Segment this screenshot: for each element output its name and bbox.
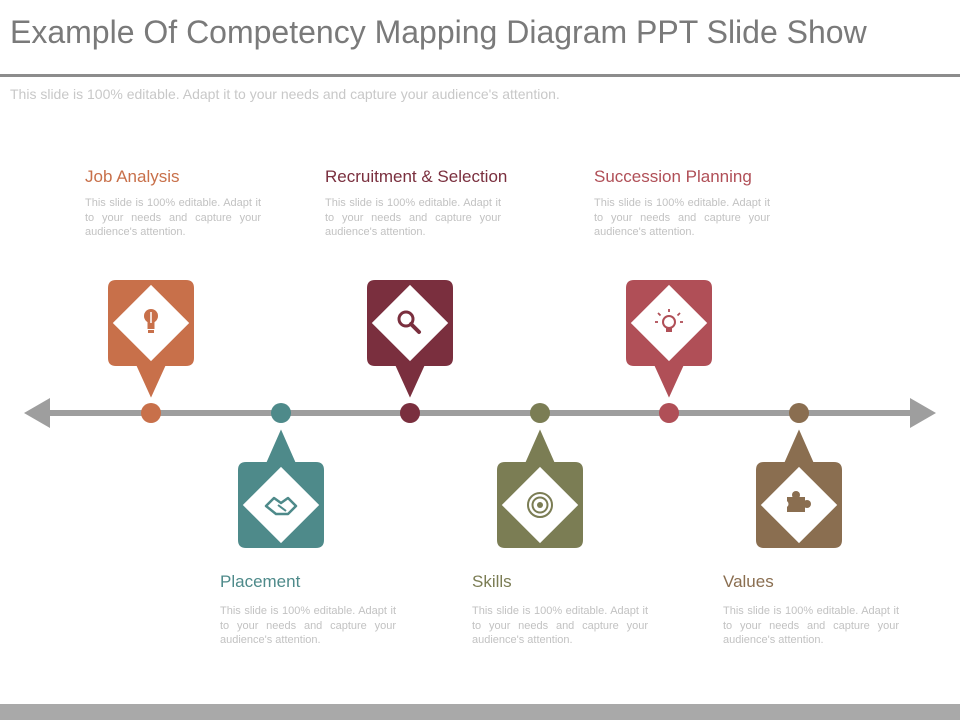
timeline-dot-job-analysis	[141, 403, 161, 423]
step-title-skills: Skills	[472, 572, 512, 591]
marker-skills	[495, 403, 585, 550]
target-icon	[527, 492, 553, 518]
timeline-dot-recruitment-selection	[400, 403, 420, 423]
marker-placement	[236, 403, 326, 550]
step-title-values: Values	[723, 572, 774, 591]
step-title-recruitment-selection: Recruitment & Selection	[325, 167, 508, 186]
diamond-succession-planning	[630, 284, 708, 362]
puzzle-icon	[781, 491, 811, 512]
lightbulb-icon	[144, 309, 158, 333]
step-title-job-analysis: Job Analysis	[85, 167, 180, 186]
marker-job-analysis	[106, 278, 196, 423]
diamond-placement	[242, 466, 320, 544]
title-divider	[0, 74, 960, 77]
idea-bulb-icon	[655, 309, 683, 332]
footer-bar	[0, 704, 960, 720]
timeline-dot-placement	[271, 403, 291, 423]
step-description-skills: This slide is 100% editable. Adapt it to…	[472, 605, 648, 646]
magnifier-icon	[397, 310, 421, 334]
marker-succession-planning	[624, 278, 714, 423]
step-title-placement: Placement	[220, 572, 301, 591]
timeline-dot-values	[789, 403, 809, 423]
step-description-job-analysis: This slide is 100% editable. Adapt it to…	[85, 197, 261, 238]
timeline-right-arrow	[910, 398, 936, 428]
marker-values	[754, 403, 844, 550]
step-description-recruitment-selection: This slide is 100% editable. Adapt it to…	[325, 197, 501, 238]
step-description-placement: This slide is 100% editable. Adapt it to…	[220, 605, 396, 646]
timeline-axis	[24, 398, 936, 428]
step-description-succession-planning: This slide is 100% editable. Adapt it to…	[594, 197, 770, 238]
timeline-dot-skills	[530, 403, 550, 423]
handshake-icon	[264, 496, 298, 516]
timeline-dot-succession-planning	[659, 403, 679, 423]
step-title-succession-planning: Succession Planning	[594, 167, 752, 186]
step-description-values: This slide is 100% editable. Adapt it to…	[723, 605, 899, 646]
marker-recruitment-selection	[365, 278, 455, 423]
page-subtitle: This slide is 100% editable. Adapt it to…	[10, 86, 560, 102]
page-title: Example Of Competency Mapping Diagram PP…	[10, 14, 867, 50]
timeline-left-arrow	[24, 398, 50, 428]
